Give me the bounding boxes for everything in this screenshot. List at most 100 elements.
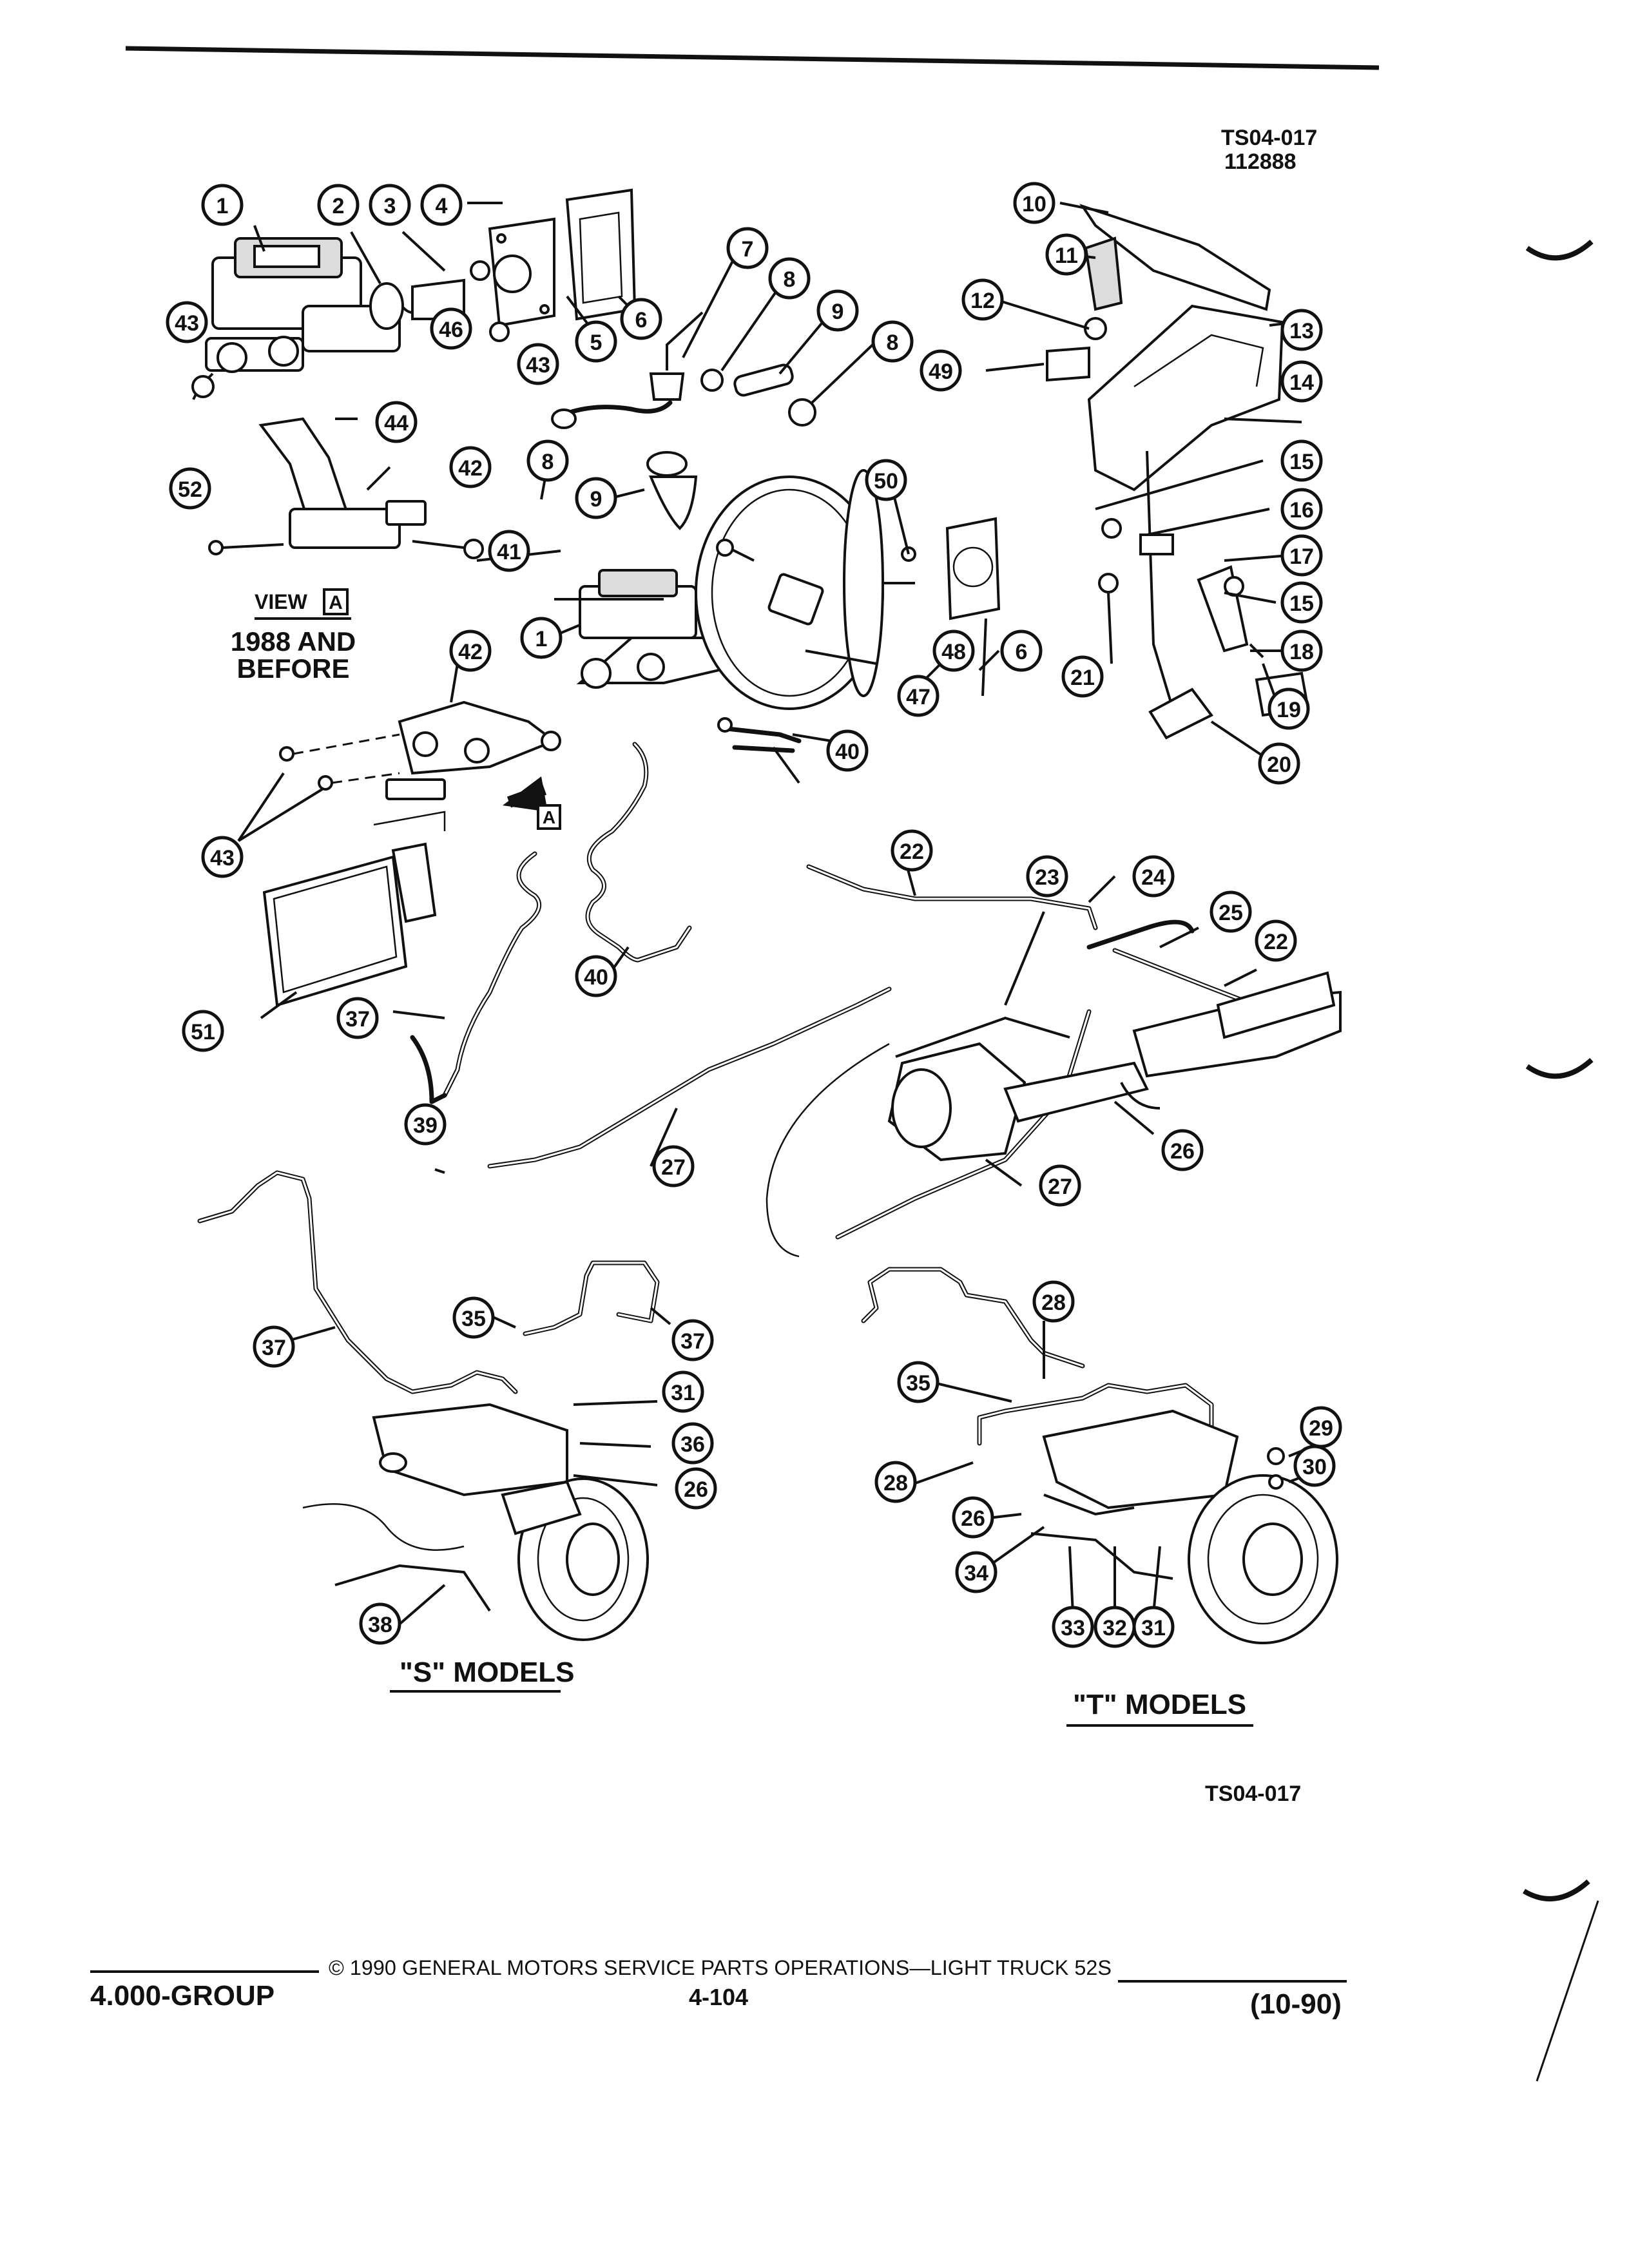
margin-mark	[1522, 1879, 1590, 1901]
callout-5: 5	[575, 320, 617, 363]
callout-43: 43	[166, 301, 208, 343]
callout-number: 36	[680, 1432, 705, 1457]
callout-22: 22	[891, 829, 933, 872]
callout-number: 43	[210, 846, 235, 870]
callout-15: 15	[1280, 439, 1323, 482]
figure-date-code: 112888	[1224, 149, 1296, 174]
footer-group: 4.000-GROUP	[90, 1980, 275, 2012]
callout-number: 11	[1055, 244, 1078, 268]
t-models-label: "T" MODELS	[1073, 1689, 1246, 1720]
callout-46: 46	[430, 307, 472, 350]
callout-number: 33	[1061, 1616, 1085, 1640]
callout-4: 4	[420, 184, 463, 226]
callout-50: 50	[865, 459, 907, 501]
callout-number: 26	[684, 1477, 708, 1502]
booster-gasket-plate	[488, 188, 637, 342]
callout-number: 40	[584, 965, 608, 990]
callout-number: 49	[929, 360, 953, 384]
combination-valve-view-a	[208, 417, 484, 559]
callout-34: 34	[955, 1551, 998, 1593]
callout-43: 43	[201, 836, 244, 878]
callout-42: 42	[449, 446, 492, 488]
check-valve-and-hoses	[551, 311, 816, 530]
callout-number: 42	[458, 640, 483, 664]
callout-9: 9	[575, 477, 617, 519]
callout-27: 27	[652, 1145, 695, 1187]
callout-number: 35	[906, 1371, 930, 1396]
callout-6: 6	[620, 298, 662, 340]
callout-23: 23	[1026, 855, 1068, 898]
callout-35: 35	[452, 1296, 495, 1339]
callout-number: 19	[1277, 698, 1301, 722]
callout-28: 28	[1032, 1280, 1075, 1323]
callout-52: 52	[169, 467, 211, 510]
callout-number: 28	[883, 1471, 908, 1495]
callout-25: 25	[1210, 890, 1252, 933]
callout-number: 52	[178, 477, 202, 502]
callout-number: 29	[1309, 1416, 1333, 1441]
callout-number: 27	[1048, 1175, 1072, 1199]
callout-37: 37	[336, 997, 379, 1039]
callout-number: 15	[1289, 450, 1314, 474]
callout-number: 22	[900, 840, 924, 864]
callout-number: 1	[217, 194, 229, 218]
callout-number: 7	[742, 237, 754, 262]
rear-axle	[887, 971, 1342, 1162]
callout-19: 19	[1268, 687, 1310, 730]
callout-number: 6	[1016, 640, 1028, 664]
view-label: VIEW	[255, 590, 308, 613]
callout-6: 6	[1000, 629, 1043, 672]
callout-number: 37	[680, 1329, 705, 1354]
callout-26: 26	[952, 1496, 994, 1539]
power-brake-booster	[695, 469, 1001, 710]
callout-28: 28	[874, 1461, 917, 1503]
callout-number: 4	[436, 194, 448, 218]
callout-number: 24	[1141, 865, 1166, 890]
callout-9: 9	[816, 289, 859, 332]
callout-22: 22	[1255, 919, 1297, 962]
callout-11: 11	[1045, 233, 1088, 276]
callout-37: 37	[253, 1325, 295, 1368]
callout-30: 30	[1293, 1445, 1336, 1487]
callout-number: 22	[1264, 930, 1288, 954]
callout-number: 31	[671, 1381, 695, 1405]
header-rule	[125, 46, 1380, 70]
callout-number: 38	[368, 1613, 392, 1637]
callout-number: 28	[1041, 1291, 1066, 1315]
callout-3: 3	[369, 184, 411, 226]
callout-27: 27	[1039, 1164, 1081, 1207]
callout-38: 38	[359, 1602, 401, 1645]
callout-49: 49	[920, 349, 962, 392]
callout-24: 24	[1132, 855, 1175, 898]
callout-number: 17	[1289, 544, 1314, 569]
t-model-front-brake	[861, 1267, 1338, 1644]
callout-number: 20	[1267, 753, 1291, 777]
callout-number: 21	[1070, 666, 1095, 690]
callout-number: 48	[941, 640, 966, 664]
callout-36: 36	[671, 1422, 714, 1465]
callout-number: 23	[1035, 865, 1059, 890]
brake-pipe-junction	[717, 717, 802, 753]
callout-number: 5	[590, 331, 602, 355]
callout-2: 2	[317, 184, 360, 226]
seal-and-spring	[369, 260, 490, 330]
callout-20: 20	[1258, 742, 1300, 785]
svg-text:A: A	[543, 807, 555, 827]
callout-number: 46	[439, 318, 463, 342]
callout-40: 40	[826, 729, 869, 772]
callout-number: 1	[535, 627, 548, 651]
callout-16: 16	[1280, 488, 1323, 530]
callout-8: 8	[768, 257, 811, 300]
callout-number: 18	[1289, 640, 1314, 664]
callout-47: 47	[897, 675, 940, 717]
brake-pedal-bracket	[1046, 204, 1310, 740]
callout-number: 25	[1219, 901, 1243, 925]
callout-51: 51	[182, 1010, 224, 1052]
figure-code-top: TS04-017	[1221, 126, 1317, 150]
callout-number: 8	[542, 450, 554, 474]
callout-number: 12	[970, 289, 995, 313]
callout-26: 26	[675, 1467, 717, 1510]
callout-number: 10	[1022, 192, 1046, 216]
callout-number: 13	[1289, 319, 1314, 343]
